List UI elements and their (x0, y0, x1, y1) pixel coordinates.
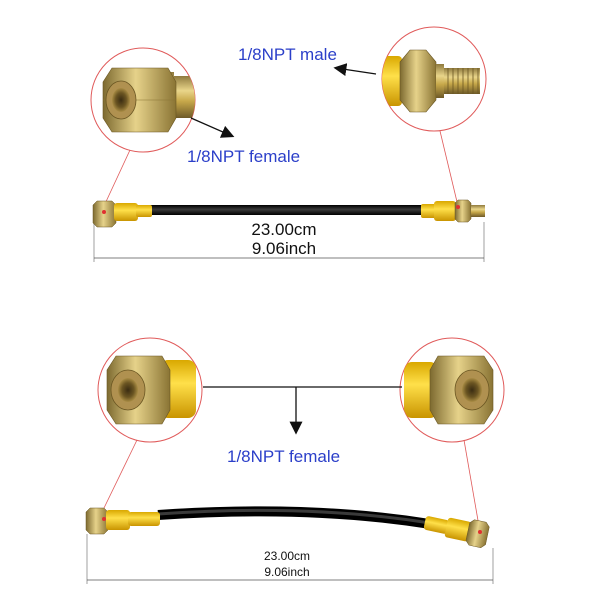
bottom-hose-assembly (85, 506, 490, 548)
bottom-assembly: 1/8NPT female 23.00cm 9.06inch (85, 337, 505, 584)
female-fitting-closeup (404, 355, 494, 425)
callout-dot (102, 210, 106, 214)
callout-dot (456, 205, 460, 209)
yellow-sleeve (114, 203, 138, 221)
top-female-callout (90, 47, 196, 207)
yellow-sleeve (434, 201, 456, 221)
yellow-sleeve (106, 510, 130, 530)
top-male-arrow (333, 63, 377, 76)
top-length-inch: 9.06inch (252, 239, 316, 258)
callout-dot (102, 517, 106, 521)
bottom-dimension: 23.00cm 9.06inch (86, 534, 494, 584)
top-male-label: 1/8NPT male (238, 45, 337, 64)
top-assembly: 1/8NPT male 1/8NPT female 23.00cm 9.06in… (90, 26, 487, 262)
bottom-length-cm: 23.00cm (264, 549, 310, 563)
top-female-arrow (190, 117, 235, 138)
female-hex-fitting (85, 507, 109, 535)
male-hex-fitting (454, 199, 472, 223)
top-hose-assembly (92, 199, 485, 228)
female-fitting-closeup (106, 355, 196, 425)
top-dimension: 23.00cm 9.06inch (93, 220, 485, 262)
top-female-label: 1/8NPT female (187, 147, 300, 166)
female-fitting-closeup (102, 67, 195, 133)
bottom-female-label: 1/8NPT female (227, 447, 340, 466)
bottom-left-callout (97, 337, 203, 509)
top-male-callout (381, 26, 487, 207)
bottom-right-callout (399, 337, 505, 533)
yellow-sleeve (444, 517, 472, 542)
male-thread (471, 205, 485, 217)
hose (150, 205, 425, 215)
callout-dot (478, 530, 482, 534)
top-length-cm: 23.00cm (251, 220, 316, 239)
female-hex-fitting (465, 519, 490, 548)
male-fitting-closeup (382, 49, 480, 113)
female-hex-fitting (92, 200, 117, 228)
bottom-length-inch: 9.06inch (264, 565, 309, 579)
